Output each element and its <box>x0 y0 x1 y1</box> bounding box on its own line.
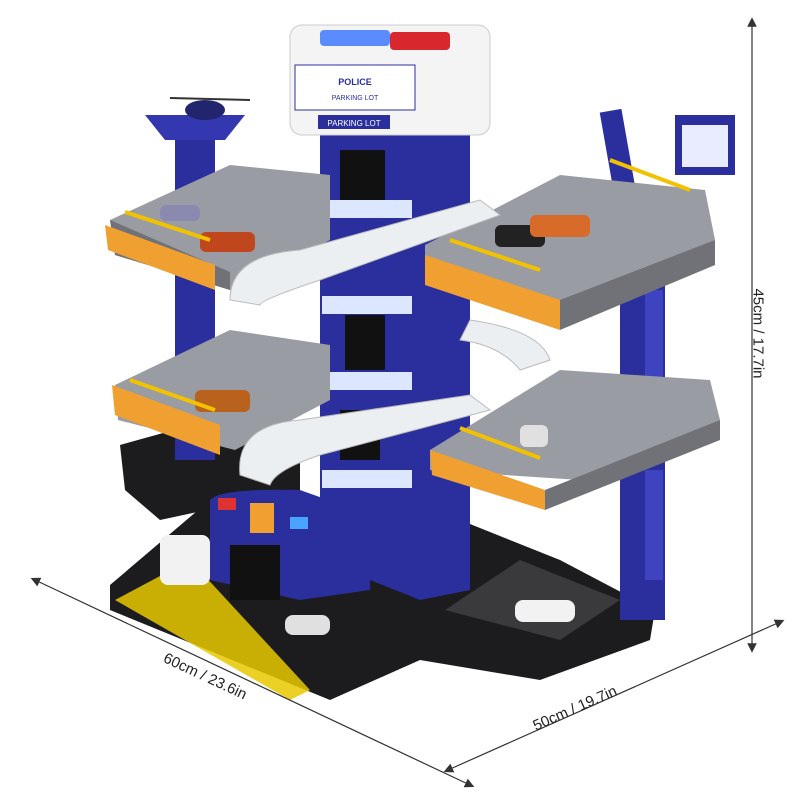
car-white <box>515 600 575 622</box>
lower-left-platform <box>112 330 330 455</box>
svg-text:PARKING LOT: PARKING LOT <box>332 95 379 102</box>
depth-dimension-line <box>443 619 785 773</box>
ambulance <box>160 535 210 585</box>
upper-right-platform <box>425 158 715 330</box>
svg-text:POLICE: POLICE <box>338 77 372 87</box>
ramps <box>229 199 551 486</box>
height-label: 45cm / 17.7in <box>749 288 767 379</box>
svg-text:PARKING LOT: PARKING LOT <box>327 119 380 128</box>
helicopter <box>185 100 225 120</box>
lower-right-platform <box>430 370 720 510</box>
width-dimension-line <box>30 577 475 788</box>
central-tower <box>320 130 470 600</box>
police-sign-box: POLICE PARKING LOT PARKING LOT <box>289 24 491 136</box>
